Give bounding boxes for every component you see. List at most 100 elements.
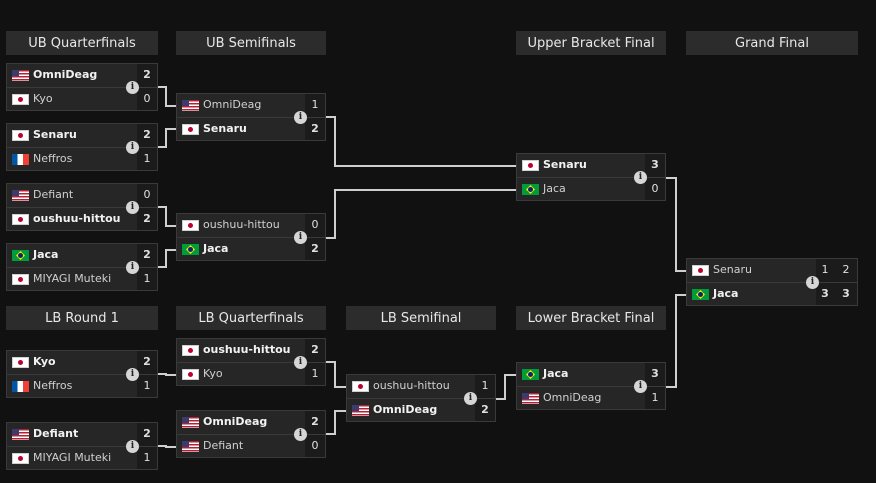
match-slot-bottom[interactable]: Senaru 2	[177, 118, 325, 141]
flag-us-icon	[12, 70, 29, 81]
match-info-icon[interactable]: i	[294, 111, 307, 124]
player-score: 1	[311, 98, 319, 111]
match-info-icon[interactable]: i	[806, 276, 819, 289]
match-slot-bottom[interactable]: Jaca 0	[517, 178, 665, 201]
match-ub-quarterfinal-1[interactable]: OmniDeag 2 Kyo 0 i	[6, 63, 158, 111]
flag-br-icon	[182, 244, 199, 255]
match-slot-bottom[interactable]: Jaca 2	[177, 238, 325, 261]
player-score: 0	[311, 218, 319, 231]
flag-us-icon	[182, 417, 199, 428]
match-info-icon[interactable]: i	[294, 231, 307, 244]
match-slot-top[interactable]: oushuu-hittou 2	[177, 339, 325, 363]
flag-us-icon	[522, 393, 539, 404]
match-slot-bottom[interactable]: MIYAGI Muteki 1	[7, 268, 157, 291]
match-ub-quarterfinal-3[interactable]: Defiant 0 oushuu-hittou 2 i	[6, 183, 158, 231]
match-info-icon[interactable]: i	[126, 201, 139, 214]
flag-jp-icon	[182, 220, 199, 231]
match-lb-semifinal[interactable]: oushuu-hittou 1 OmniDeag 2 i	[346, 374, 496, 422]
match-info-icon[interactable]: i	[126, 261, 139, 274]
match-slot-top[interactable]: Senaru 3	[517, 154, 665, 178]
flag-jp-icon	[182, 369, 199, 380]
flag-jp-icon	[12, 214, 29, 225]
round-header-upper-bracket-final: Upper Bracket Final	[516, 31, 666, 55]
player-score: 1	[481, 379, 489, 392]
match-ub-quarterfinal-2[interactable]: Senaru 2 Neffros 1 i	[6, 123, 158, 171]
match-info-icon[interactable]: i	[634, 171, 647, 184]
player-name: oushuu-hittou	[373, 379, 450, 392]
match-slot-top[interactable]: OmniDeag 2	[7, 64, 157, 88]
flag-jp-icon	[522, 160, 539, 171]
flag-jp-icon	[12, 274, 29, 285]
match-slot-top[interactable]: Senaru 1 2	[687, 259, 857, 283]
player-score: 2	[143, 212, 151, 225]
flag-us-icon	[12, 190, 29, 201]
match-slot-top[interactable]: OmniDeag 1	[177, 94, 325, 118]
player-score: 2	[311, 343, 319, 356]
match-slot-top[interactable]: oushuu-hittou 1	[347, 375, 495, 399]
match-upper-bracket-final[interactable]: Senaru 3 Jaca 0 i	[516, 153, 666, 201]
player-name: Senaru	[713, 263, 752, 276]
match-info-icon[interactable]: i	[294, 356, 307, 369]
match-info-icon[interactable]: i	[294, 428, 307, 441]
player-score: 3	[651, 367, 659, 380]
match-slot-bottom[interactable]: Neffros 1	[7, 148, 157, 171]
match-slot-top[interactable]: Jaca 3	[517, 363, 665, 387]
player-name: Senaru	[203, 122, 247, 135]
match-lb-round1-2[interactable]: Defiant 2 MIYAGI Muteki 1 i	[6, 422, 158, 470]
match-info-icon[interactable]: i	[126, 81, 139, 94]
match-lb-quarterfinal-2[interactable]: OmniDeag 2 Defiant 0 i	[176, 410, 326, 458]
match-info-icon[interactable]: i	[126, 368, 139, 381]
player-name: Defiant	[203, 439, 244, 452]
flag-br-icon	[522, 184, 539, 195]
player-score: 2	[311, 242, 319, 255]
match-info-icon[interactable]: i	[126, 440, 139, 453]
flag-br-icon	[522, 369, 539, 380]
match-slot-top[interactable]: Defiant 0	[7, 184, 157, 208]
match-ub-semifinal-1[interactable]: OmniDeag 1 Senaru 2 i	[176, 93, 326, 141]
flag-fr-icon	[12, 154, 29, 165]
match-lb-quarterfinal-1[interactable]: oushuu-hittou 2 Kyo 1 i	[176, 338, 326, 386]
player-name: OmniDeag	[203, 98, 262, 111]
round-header-ub-quarterfinals: UB Quarterfinals	[6, 31, 158, 55]
match-slot-bottom[interactable]: MIYAGI Muteki 1	[7, 447, 157, 470]
match-slot-top[interactable]: OmniDeag 2	[177, 411, 325, 435]
match-lb-round1-1[interactable]: Kyo 2 Neffros 1 i	[6, 350, 158, 398]
flag-jp-icon	[12, 357, 29, 368]
match-info-icon[interactable]: i	[464, 392, 477, 405]
match-slot-bottom[interactable]: Kyo 0	[7, 88, 157, 111]
flag-jp-icon	[692, 265, 709, 276]
player-name: Jaca	[543, 182, 566, 195]
match-slot-bottom[interactable]: Jaca 3 3	[687, 283, 857, 306]
player-name: Senaru	[33, 128, 77, 141]
match-slot-top[interactable]: Jaca 2	[7, 244, 157, 268]
match-slot-top[interactable]: Kyo 2	[7, 351, 157, 375]
player-name: oushuu-hittou	[33, 212, 121, 225]
match-lower-bracket-final[interactable]: Jaca 3 OmniDeag 1 i	[516, 362, 666, 410]
match-slot-bottom[interactable]: Kyo 1	[177, 363, 325, 386]
player-score-set-2: 3	[842, 287, 850, 300]
match-slot-bottom[interactable]: Neffros 1	[7, 375, 157, 398]
player-name: MIYAGI Muteki	[33, 451, 112, 464]
match-slot-top[interactable]: Senaru 2	[7, 124, 157, 148]
player-name: Jaca	[203, 242, 229, 255]
player-score: 0	[651, 182, 659, 195]
match-slot-bottom[interactable]: oushuu-hittou 2	[7, 208, 157, 231]
round-header-lb-quarterfinals: LB Quarterfinals	[176, 306, 326, 330]
match-ub-quarterfinal-4[interactable]: Jaca 2 MIYAGI Muteki 1 i	[6, 243, 158, 291]
match-grand-final[interactable]: Senaru 1 2 Jaca 3 3 i	[686, 258, 858, 306]
player-name: oushuu-hittou	[203, 218, 280, 231]
player-score: 2	[143, 248, 151, 261]
match-info-icon[interactable]: i	[126, 141, 139, 154]
flag-br-icon	[12, 250, 29, 261]
match-slot-top[interactable]: Defiant 2	[7, 423, 157, 447]
match-slot-bottom[interactable]: OmniDeag 1	[517, 387, 665, 410]
match-slot-top[interactable]: oushuu-hittou 0	[177, 214, 325, 238]
player-score: 0	[311, 439, 319, 452]
player-score: 1	[143, 272, 151, 285]
match-slot-bottom[interactable]: OmniDeag 2	[347, 399, 495, 422]
player-score: 2	[143, 68, 151, 81]
match-info-icon[interactable]: i	[634, 380, 647, 393]
flag-us-icon	[12, 429, 29, 440]
match-slot-bottom[interactable]: Defiant 0	[177, 435, 325, 458]
match-ub-semifinal-2[interactable]: oushuu-hittou 0 Jaca 2 i	[176, 213, 326, 261]
